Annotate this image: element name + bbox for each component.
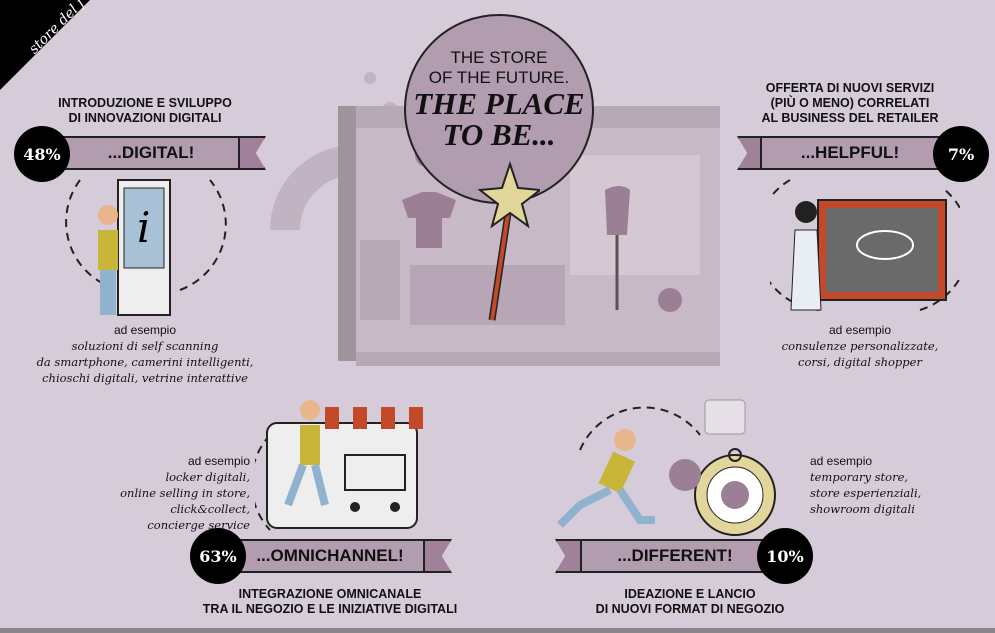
digital-examples: ad esempio soluzioni di self scanning da…	[20, 322, 270, 386]
omnichannel-examples: ad esempio locker digitali, online selli…	[110, 453, 250, 533]
example-label: ad esempio	[187, 454, 250, 468]
omnichannel-heading-line: TRA IL NEGOZIO E LE INIZIATIVE DIGITALI	[202, 602, 458, 616]
example-line: chioschi digitali, vetrine interattive	[42, 371, 248, 385]
corner-ribbon	[0, 0, 90, 90]
store-illustration	[270, 72, 720, 366]
sign-line-2: OF THE FUTURE.	[428, 68, 570, 87]
example-line: online selling in store,	[120, 486, 250, 500]
sign-line-4: TO BE...	[442, 117, 556, 152]
svg-text:i: i	[137, 203, 150, 252]
center-sign: THE STORE OF THE FUTURE. THE PLACE TO BE…	[404, 14, 594, 204]
omnichannel-percent: 63%	[190, 528, 246, 584]
helpful-banner: ...HELPFUL!	[760, 136, 940, 170]
different-examples: ad esempio temporary store, store esperi…	[810, 453, 950, 517]
omnichannel-heading-line: INTEGRAZIONE OMNICANALE	[238, 587, 422, 601]
different-heading: IDEAZIONE E LANCIO DI NUOVI FORMAT DI NE…	[560, 587, 820, 617]
helpful-heading-line: AL BUSINESS DEL RETAILER	[761, 111, 939, 125]
digital-percent: 48%	[14, 126, 70, 182]
digital-kiosk-illustration: i	[65, 179, 227, 316]
different-percent: 10%	[757, 528, 813, 584]
different-clock-illustration	[557, 399, 776, 536]
example-line: soluzioni di self scanning	[71, 339, 219, 353]
magic-wand-icon	[477, 160, 540, 321]
example-line: temporary store,	[810, 470, 909, 484]
helpful-heading-line: OFFERTA DI NUOVI SERVIZI	[765, 81, 935, 95]
different-heading-line: DI NUOVI FORMAT DI NEGOZIO	[595, 602, 785, 616]
helpful-examples: ad esempio consulenze personalizzate, co…	[755, 322, 965, 370]
different-banner: ...DIFFERENT!	[580, 539, 770, 573]
example-line: consulenze personalizzate,	[781, 339, 939, 353]
omnichannel-cart-illustration	[255, 400, 423, 531]
bottom-strip	[0, 628, 995, 633]
example-line: da smartphone, camerini intelligenti,	[36, 355, 254, 369]
omnichannel-heading: INTEGRAZIONE OMNICANALE TRA IL NEGOZIO E…	[170, 587, 490, 617]
example-line: locker digitali,	[165, 470, 250, 484]
different-heading-line: IDEAZIONE E LANCIO	[624, 587, 756, 601]
sign-line-3: THE PLACE	[413, 86, 585, 121]
example-line: showroom digitali	[810, 502, 915, 516]
helpful-percent: 7%	[933, 126, 989, 182]
helpful-heading-line: (PIÙ O MENO) CORRELATI	[770, 96, 930, 110]
digital-heading-line: DI INNOVAZIONI DIGITALI	[68, 111, 222, 125]
example-label: ad esempio	[828, 323, 892, 337]
digital-heading-line: INTRODUZIONE E SVILUPPO	[58, 96, 232, 110]
helpful-heading: OFFERTA DI NUOVI SERVIZI (PIÙ O MENO) CO…	[735, 81, 965, 126]
example-label: ad esempio	[113, 323, 177, 337]
sign-line-1: THE STORE	[450, 48, 548, 67]
example-label: ad esempio	[810, 454, 873, 468]
digital-banner: ...DIGITAL!	[62, 136, 240, 170]
omnichannel-banner: ...OMNICHANNEL!	[235, 539, 425, 573]
chalkboard-illustration	[770, 179, 960, 311]
digital-heading: INTRODUZIONE E SVILUPPO DI INNOVAZIONI D…	[30, 96, 260, 126]
example-line: corsi, digital shopper	[798, 355, 922, 369]
example-line: store esperienziali,	[810, 486, 922, 500]
example-line: click&collect, concierge service	[147, 502, 250, 532]
